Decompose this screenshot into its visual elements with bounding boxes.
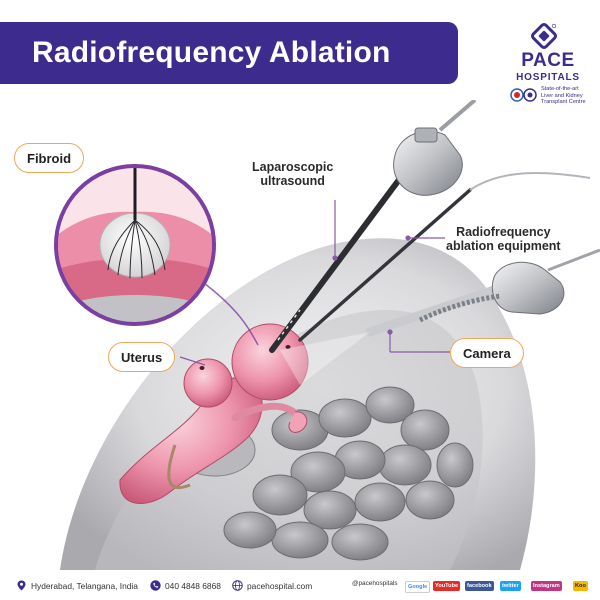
camera-laparoscope [365,248,600,337]
radiofrequency-ablation-needle [298,172,591,342]
footer-website-text: pacehospital.com [247,580,313,591]
uterus-organ [119,323,309,504]
brand-name: PACE [521,50,575,71]
footer-website[interactable]: pacehospital.com [232,580,312,591]
footer-phone[interactable]: 040 4848 6868 [150,580,221,591]
brand-sub: HOSPITALS [516,72,580,83]
pace-logo-icon [531,23,557,49]
laparoscopic-label-line2: ultrasound [260,174,325,188]
laparoscopic-ultrasound-probe [269,100,477,353]
footer-handle: @pacehospitals [352,580,398,587]
social-youtube[interactable]: YouTube [433,581,461,591]
footer-location-text: Hyderabad, Telangana, India [31,580,138,591]
title-banner: Radiofrequency Ablation [0,22,458,84]
footer-phone-text: 040 4848 6868 [165,580,221,591]
rfa-equipment-label-line2: ablation equipment [446,239,561,253]
globe-icon [232,580,243,591]
social-facebook[interactable]: facebook [465,581,494,591]
footer-handle-text: @pacehospitals [352,580,398,587]
footer-bar: Hyderabad, Telangana, India 040 4848 686… [0,574,600,600]
footer-location: Hyderabad, Telangana, India [16,580,138,591]
uterus-label: Uterus [108,342,176,372]
accreditation-badges-icon [510,88,537,102]
label-leader-lines [179,200,450,366]
location-pin-icon [17,580,26,591]
phone-icon [150,580,161,591]
surgical-scene-illustration [54,100,600,570]
pace-hospitals-logo: PACE HOSPITALS State-of-the-art Liver an… [508,20,588,110]
fibroid-label: Fibroid [14,143,85,173]
intestines [223,386,474,561]
brand-note: State-of-the-art Liver and Kidney Transp… [541,86,586,105]
camera-label: Camera [450,338,524,368]
laparoscopic-label: Laparoscopic ultrasound [252,160,333,188]
social-instagram[interactable]: Instagram [531,581,562,591]
laparoscopic-label-line1: Laparoscopic [252,160,334,174]
rfa-equipment-label: Radiofrequency ablation equipment [446,225,561,253]
rfa-equipment-label-line1: Radiofrequency [456,225,551,239]
social-twitter[interactable]: twitter [500,581,521,591]
social-google[interactable]: Google [405,581,431,593]
social-koo[interactable]: Koo [573,581,588,591]
page-title: Radiofrequency Ablation [32,36,391,69]
